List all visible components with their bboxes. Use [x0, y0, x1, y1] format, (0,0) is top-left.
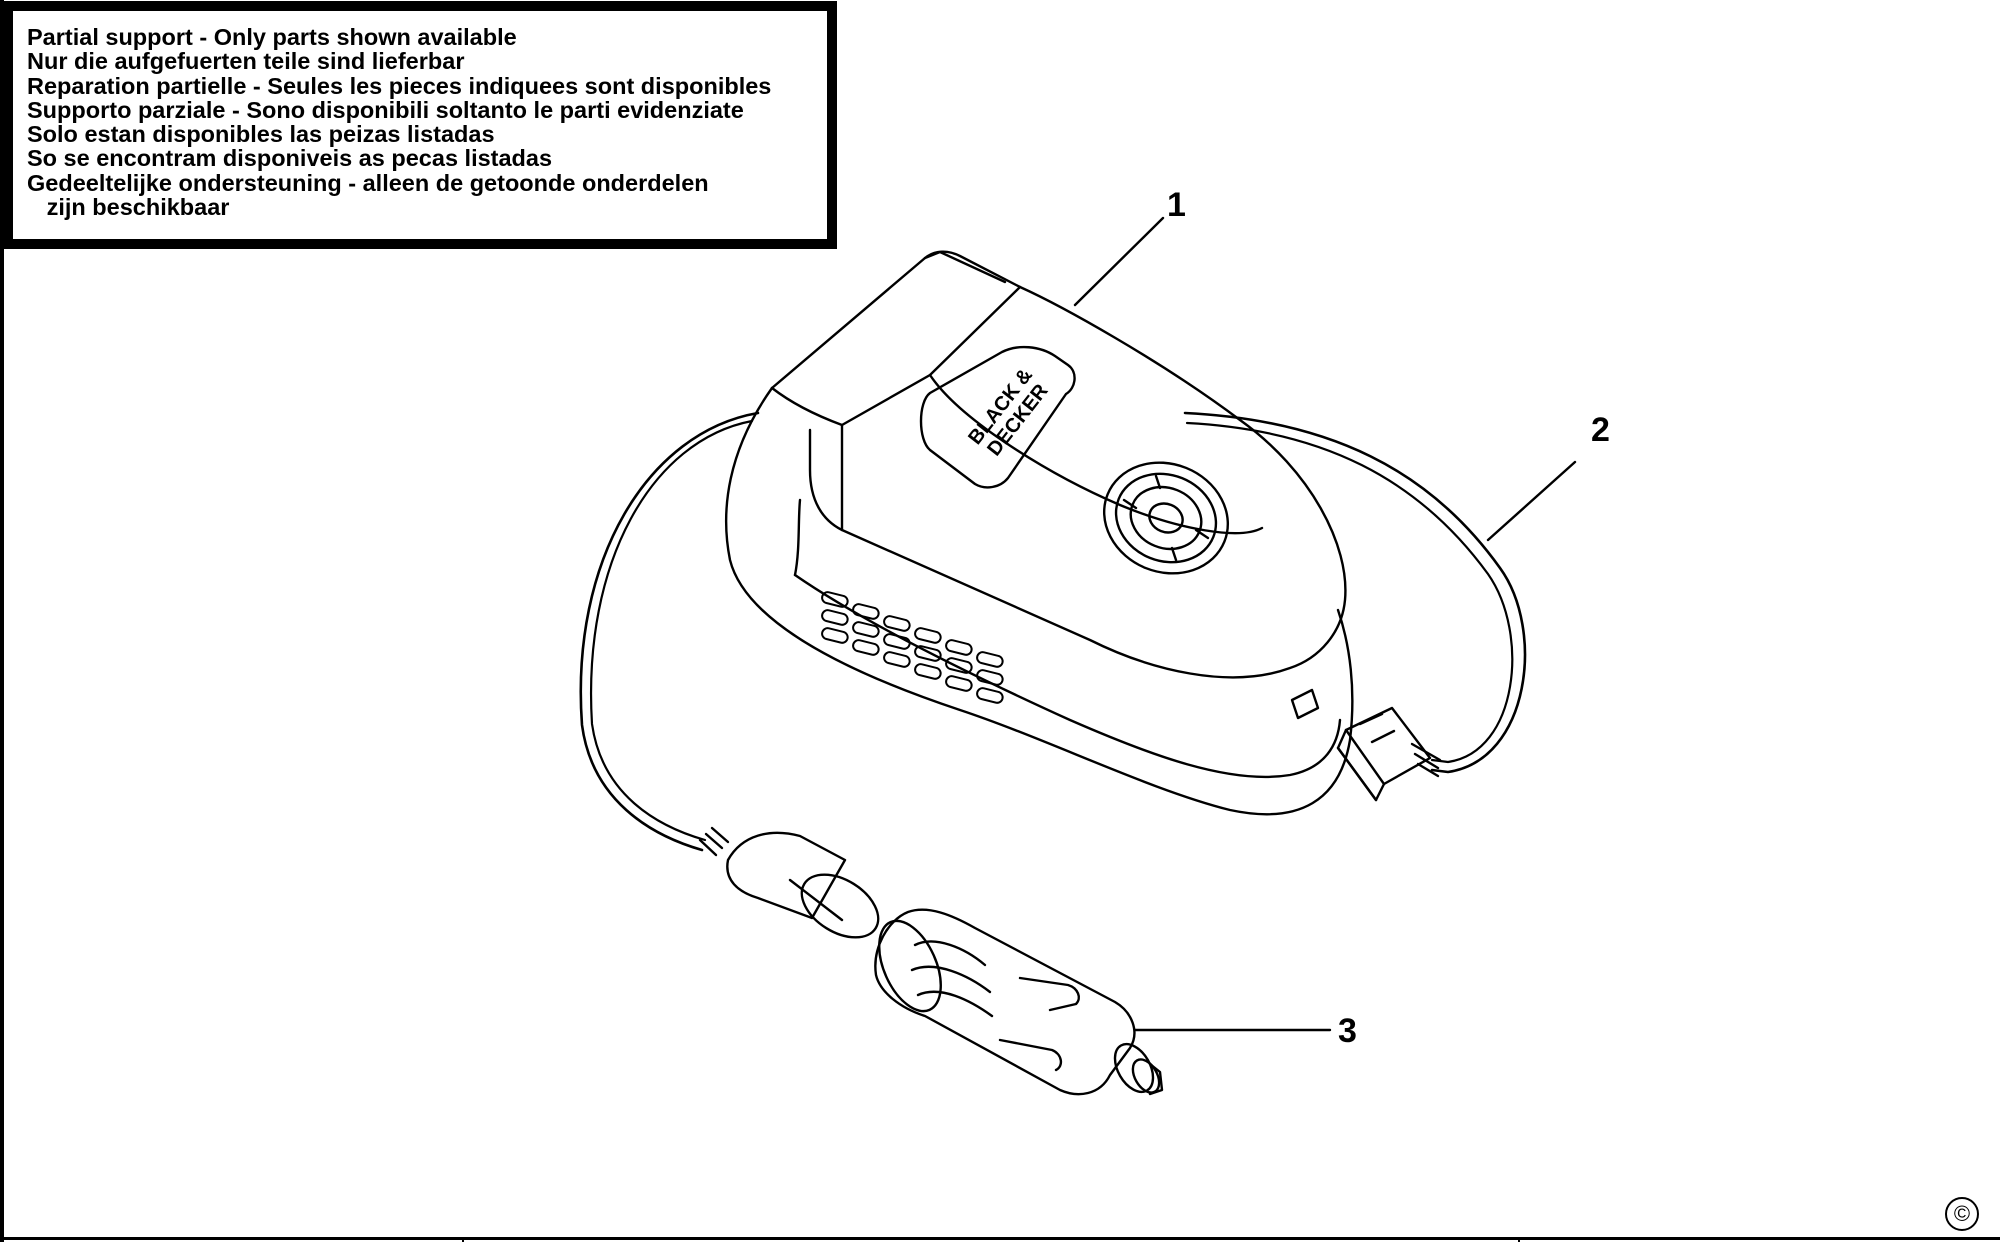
notice-line-spanish: Solo estan disponibles las peizas listad… [27, 121, 495, 148]
notice-line-english: Partial support - Only parts shown avail… [27, 24, 517, 50]
notice-line-italian: Supporto parziale - Sono disponibili sol… [27, 96, 744, 123]
power-cable [579, 411, 1527, 852]
callout-3-label: 3 [1338, 1012, 1357, 1050]
callout-2-leader [1486, 460, 1577, 542]
callout-1-label: 1 [1167, 186, 1186, 224]
footer-rule [0, 1237, 2000, 1240]
notice-line-portuguese: So se encontram disponiveis as pecas lis… [27, 145, 553, 172]
copyright-symbol: © [1945, 1197, 1979, 1231]
cable-connector-plug [1336, 706, 1442, 802]
callout-leaders [1073, 216, 1577, 1032]
notice-line-dutch: Gedeeltelijke ondersteuning - alleen de … [27, 169, 709, 196]
notice-text-block: Partial support - Only parts shown avail… [27, 24, 772, 221]
notice-line-french: Reparation partielle - Seules les pieces… [27, 72, 772, 99]
vent-slots [821, 591, 1004, 704]
callout-2-label: 2 [1591, 411, 1610, 449]
partial-support-notice: Partial support - Only parts shown avail… [3, 1, 837, 249]
notice-line-german: Nur die aufgefuerten teile sind lieferba… [27, 48, 465, 75]
lighter-socket-adapter [698, 826, 880, 939]
page-frame-left-border [0, 0, 4, 1242]
compressor-body [725, 250, 1354, 816]
lighter-plug [874, 908, 1164, 1096]
footer-divider-right [1518, 1237, 1520, 1242]
notice-line-dutch-continued: zijn beschikbaar [27, 194, 230, 221]
callout-1-leader [1073, 216, 1165, 307]
footer-divider-left [462, 1237, 464, 1242]
